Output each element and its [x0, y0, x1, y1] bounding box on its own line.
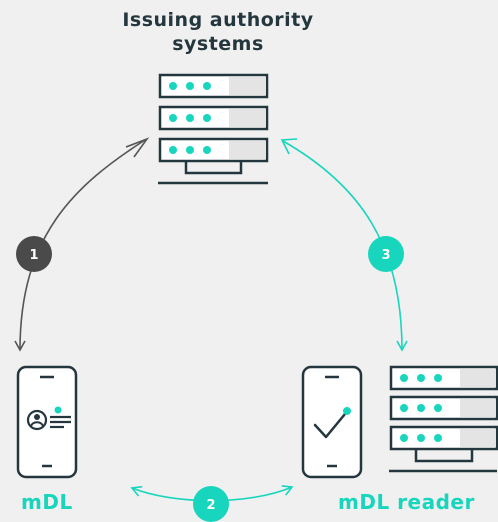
step-badge-2: 2 — [193, 486, 229, 522]
reader-server-icon — [389, 365, 498, 473]
title-line-1: Issuing authority — [122, 9, 314, 31]
title-line-2: systems — [172, 33, 264, 55]
arrow-step-3-start — [280, 138, 298, 155]
arrow-step-1-start — [125, 137, 150, 158]
step-badge-3: 3 — [368, 236, 404, 272]
mobile-id-icon — [16, 365, 78, 479]
issuing-authority-title: Issuing authority systems — [0, 8, 436, 56]
step-number-3: 3 — [381, 248, 390, 263]
step-number-2: 2 — [206, 498, 215, 513]
mdl-label: mDL — [21, 490, 73, 514]
step-number-1: 1 — [29, 248, 38, 263]
step-badge-1: 1 — [16, 236, 52, 272]
arrow-step-1 — [14, 139, 146, 352]
mobile-check-icon — [301, 365, 363, 479]
arrow-step-3 — [282, 140, 408, 352]
server-icon — [158, 73, 269, 185]
mdl-reader-label: mDL reader — [338, 490, 475, 514]
